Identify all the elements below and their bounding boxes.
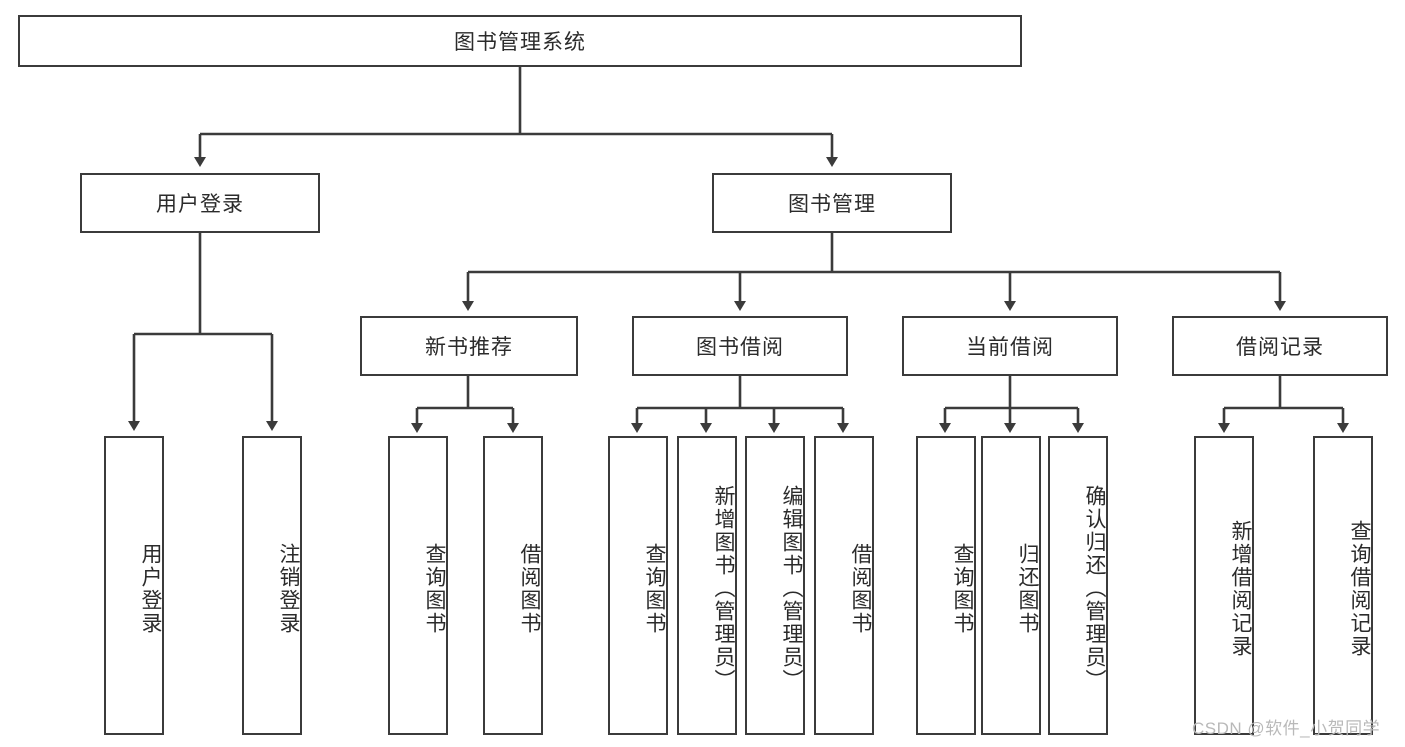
node-label: 查询图书 — [423, 542, 446, 635]
node-root-system[interactable]: 图书管理系统 — [18, 15, 1022, 67]
node-label: 查询图书 — [951, 542, 974, 635]
node-label: 用户登录 — [156, 193, 244, 216]
leaf-query-borrow-record[interactable]: 查询借阅记录 — [1313, 436, 1373, 735]
node-label: 当前借阅 — [966, 336, 1054, 359]
node-book-management[interactable]: 图书管理 — [712, 173, 952, 233]
leaf-query-book-recommend[interactable]: 查询图书 — [388, 436, 448, 735]
leaf-edit-book-admin[interactable]: 编辑图书（管理员） — [745, 436, 805, 735]
leaf-confirm-return-admin[interactable]: 确认归还（管理员） — [1048, 436, 1108, 735]
node-label: 查询图书 — [643, 542, 666, 635]
leaf-user-logout[interactable]: 注销登录 — [242, 436, 302, 735]
node-label: 用户登录 — [139, 542, 162, 635]
node-current-borrow[interactable]: 当前借阅 — [902, 316, 1118, 376]
node-user-login[interactable]: 用户登录 — [80, 173, 320, 233]
node-label: 新增借阅记录 — [1229, 519, 1252, 658]
node-label: 借阅图书 — [849, 542, 872, 635]
leaf-return-book[interactable]: 归还图书 — [981, 436, 1041, 735]
node-label: 图书管理系统 — [454, 31, 586, 54]
node-new-book-recommend[interactable]: 新书推荐 — [360, 316, 578, 376]
leaf-add-book-admin[interactable]: 新增图书（管理员） — [677, 436, 737, 735]
node-label: 确认归还（管理员） — [1083, 485, 1106, 692]
leaf-query-book-current[interactable]: 查询图书 — [916, 436, 976, 735]
node-label: 借阅记录 — [1236, 336, 1324, 359]
node-label: 注销登录 — [277, 542, 300, 635]
leaf-add-borrow-record[interactable]: 新增借阅记录 — [1194, 436, 1254, 735]
node-borrow-record[interactable]: 借阅记录 — [1172, 316, 1388, 376]
leaf-query-book-borrow[interactable]: 查询图书 — [608, 436, 668, 735]
node-label: 编辑图书（管理员） — [780, 485, 803, 692]
leaf-borrow-book-recommend[interactable]: 借阅图书 — [483, 436, 543, 735]
node-book-borrow[interactable]: 图书借阅 — [632, 316, 848, 376]
leaf-user-login[interactable]: 用户登录 — [104, 436, 164, 735]
node-label: 借阅图书 — [518, 542, 541, 635]
node-label: 新增图书（管理员） — [712, 485, 735, 692]
leaf-borrow-book[interactable]: 借阅图书 — [814, 436, 874, 735]
csdn-watermark: CSDN @软件_小贺同学 — [1192, 719, 1381, 738]
node-label: 查询借阅记录 — [1348, 519, 1371, 658]
node-label: 图书管理 — [788, 193, 876, 216]
node-label: 新书推荐 — [425, 336, 513, 359]
node-label: 归还图书 — [1016, 542, 1039, 635]
node-label: 图书借阅 — [696, 336, 784, 359]
